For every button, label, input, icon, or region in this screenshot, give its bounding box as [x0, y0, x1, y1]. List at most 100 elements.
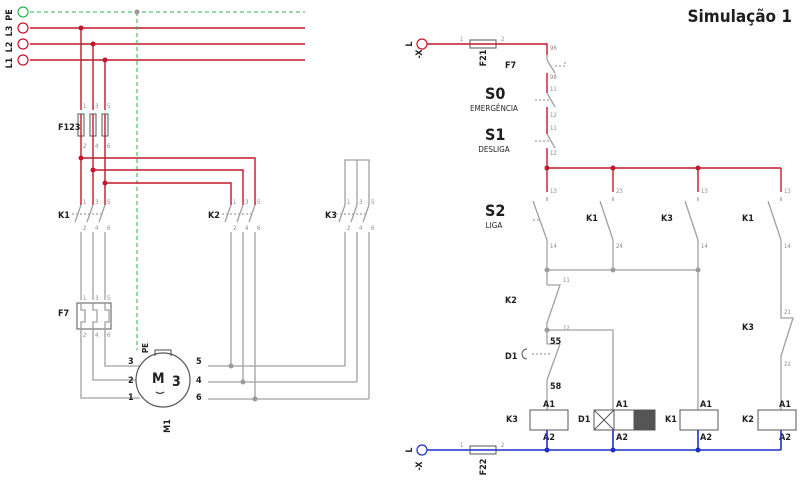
f21-pin-1: 1 — [460, 36, 463, 43]
k3-pin-14: 14 — [701, 243, 708, 250]
fuse-pin-2: 2 — [83, 143, 86, 150]
coil-k3-a1: A1 — [543, 400, 555, 410]
diagram-title: Simulação 1 — [688, 7, 793, 27]
coil-k2-label: K2 — [742, 415, 754, 425]
button-s2-liga: S2 LIGA 14 — [485, 197, 557, 270]
f22-pin-2: 2 — [501, 442, 504, 449]
k3-pin-13: 13 — [701, 188, 708, 195]
motor-term-4: 4 — [196, 376, 202, 386]
coil-d1-label: D1 — [578, 415, 591, 425]
s1-label: S1 — [485, 125, 505, 144]
k2-pin-4: 4 — [245, 225, 249, 232]
rail-label-pe: PE — [5, 9, 15, 20]
d1-pin-55: 55 — [550, 337, 562, 347]
fuse-f22: F22 1 2 — [460, 442, 504, 475]
motor-term-5: 5 — [196, 357, 202, 367]
s2-label: S2 — [485, 201, 505, 220]
k1b-pin-14: 14 — [784, 243, 791, 250]
rail-label-l1: L1 — [5, 57, 15, 68]
timer-d1-contact: D1 55 58 — [505, 330, 562, 410]
contact-k1-no: K1 24 — [586, 197, 623, 270]
contactor-k3-power: K3 1 3 5 2 4 6 — [325, 159, 375, 232]
k3-pin-2: 2 — [347, 225, 350, 232]
s0-pin-12: 12 — [550, 112, 557, 119]
f22-pin-1: 1 — [460, 442, 463, 449]
coil-d1-a1: A1 — [616, 400, 628, 410]
k1-pin-24: 24 — [616, 243, 623, 250]
coil-k1: K1 A1 A2 — [665, 400, 719, 443]
motor-term-1: 1 — [128, 393, 134, 403]
contact-k3-nc: K3 21 22 — [742, 302, 794, 410]
rail-labels: PE L3 L2 L1 — [5, 9, 15, 68]
control-supply-top-label: -X — [415, 49, 425, 59]
motor-phases: 3 — [172, 374, 181, 390]
k1b-contact-label: K1 — [742, 214, 754, 224]
coil-k3-label: K3 — [506, 415, 518, 425]
f7-pin-2: 2 — [83, 332, 86, 339]
s0-label: S0 — [485, 84, 505, 103]
motor-pe-label: PE — [141, 343, 150, 353]
motor-term-2: 2 — [128, 376, 134, 386]
k1-pin-2: 2 — [83, 225, 86, 232]
s2-pin-13: 13 — [550, 188, 557, 195]
coil-k3: K3 A1 A2 — [506, 400, 569, 443]
f7-pin-3: 3 — [95, 295, 98, 302]
s0-pin-11: 11 — [550, 86, 557, 93]
k1-pin-3: 3 — [95, 199, 98, 206]
k3-power-label: K3 — [325, 211, 337, 221]
s1-pin-11: 11 — [550, 125, 557, 132]
k3-pin-5: 5 — [371, 199, 374, 206]
k3-contact-label: K3 — [661, 214, 673, 224]
k2-pin-2: 2 — [233, 225, 236, 232]
fuse-f21: F21 1 2 — [460, 36, 504, 66]
coil-k1-a2: A2 — [700, 433, 712, 443]
contact-k3-no: K3 14 — [661, 197, 708, 410]
motor-m1: M 3 M1 PE 3 2 1 5 4 6 — [128, 343, 202, 433]
f7-pin-6: 6 — [107, 332, 111, 339]
control-supply-bottom-label: -X — [415, 461, 425, 471]
k3b-pin-22: 22 — [784, 361, 791, 368]
motor-term-3: 3 — [128, 357, 134, 367]
control-supply-bottom-pin: L — [405, 447, 415, 452]
button-s0-emergencia: S0 EMERGÊNCIA 11 12 — [470, 84, 557, 130]
f7-pin-98: 98 — [550, 74, 557, 81]
s1-caption: DESLIGA — [478, 145, 509, 154]
k2-power-label: K2 — [208, 211, 220, 221]
s2-caption: LIGA — [486, 221, 503, 230]
f7-pin-96: 96 — [550, 45, 557, 52]
power-circuit: PE L3 L2 L1 F123 1 3 5 2 4 6 — [5, 6, 375, 433]
coil-d1-a2: A2 — [616, 433, 628, 443]
contactor-k1-power: K1 1 3 5 2 4 6 — [58, 199, 111, 232]
overload-f7: F7 1 3 5 2 4 6 — [58, 295, 112, 339]
k2-pin-5: 5 — [257, 199, 260, 206]
k1b-pin-13: 13 — [784, 188, 791, 195]
fuse-pin-1: 1 — [83, 103, 86, 110]
motor-symbol: M — [152, 371, 165, 387]
s1-pin-12: 12 — [550, 150, 557, 157]
motor-term-6: 6 — [196, 393, 202, 403]
coil-k2-a1: A1 — [779, 400, 791, 410]
contact-k2-nc: K2 11 12 — [505, 270, 570, 332]
k2-pin-3: 3 — [245, 199, 248, 206]
rail-label-l3: L3 — [5, 26, 15, 37]
k3-pin-4: 4 — [359, 225, 363, 232]
f7-power-label: F7 — [58, 309, 69, 319]
s0-caption: EMERGÊNCIA — [470, 102, 518, 113]
fuse-f21-label: F21 — [479, 49, 489, 66]
button-s1-desliga: S1 DESLIGA 11 12 — [478, 125, 557, 168]
fuse-pin-3: 3 — [95, 103, 98, 110]
k2-pin-1: 1 — [233, 199, 236, 206]
k1-pin-23: 23 — [616, 188, 623, 195]
k3-pin-3: 3 — [359, 199, 362, 206]
k3b-pin-21: 21 — [784, 309, 791, 316]
contact-k1b-no: K1 14 — [742, 197, 791, 302]
k1-pin-1: 1 — [83, 199, 86, 206]
fuse-f123-label: F123 — [58, 123, 80, 133]
f7-pin-5: 5 — [107, 295, 110, 302]
coil-k3-a2: A2 — [543, 433, 555, 443]
control-supply-top-pin: L — [405, 41, 415, 46]
coil-k1-label: K1 — [665, 415, 677, 425]
k3-pin-6: 6 — [371, 225, 375, 232]
k2-contact-label: K2 — [505, 296, 517, 306]
k1-pin-6: 6 — [107, 225, 111, 232]
